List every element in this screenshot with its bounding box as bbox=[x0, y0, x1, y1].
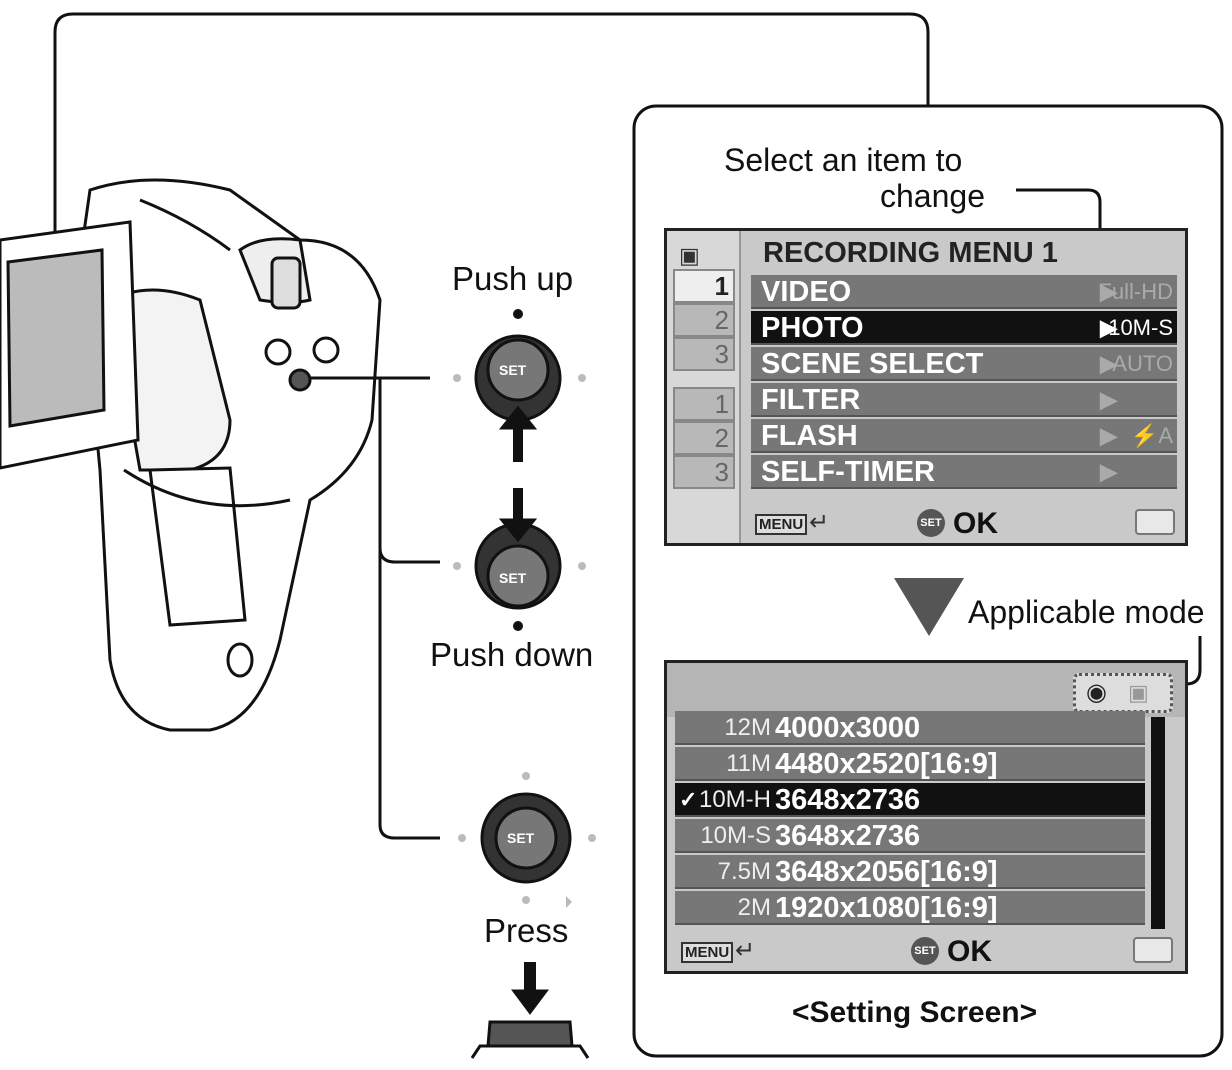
chevron-right-icon: ▶ bbox=[1100, 315, 1117, 340]
tab-photo-1[interactable]: 1 bbox=[673, 269, 735, 303]
menu-tab-column: ▣ 1 2 3 ⚒ 1 2 3 bbox=[667, 231, 741, 543]
pressed-button-icon bbox=[470, 1020, 590, 1059]
menu-item-label: FILTER bbox=[761, 384, 861, 416]
ok-label: OK bbox=[947, 935, 992, 968]
menu-item-value: 10M-S bbox=[1108, 315, 1173, 340]
button-connector-lines bbox=[310, 376, 440, 840]
press-label: Press bbox=[484, 912, 569, 949]
select-item-connector bbox=[1016, 188, 1102, 268]
camera-icon: ◉ bbox=[1086, 679, 1107, 706]
chevron-right-icon: ▶ bbox=[1100, 459, 1117, 484]
menu-item-label: SELF-TIMER bbox=[761, 456, 935, 488]
tab-settings-3[interactable]: 3 bbox=[673, 455, 735, 489]
tab-photo-3[interactable]: 3 bbox=[673, 337, 735, 371]
option-resolution: 3648x2736 bbox=[775, 820, 921, 852]
set-key-icon: SET bbox=[911, 937, 939, 965]
battery-icon bbox=[1135, 509, 1175, 535]
applicable-mode-indicator: ◉ ▣ bbox=[1073, 673, 1173, 713]
setting-screen-caption: <Setting Screen> bbox=[792, 996, 1038, 1029]
press-arrow bbox=[511, 962, 549, 1015]
set-button-up-label: SET bbox=[499, 362, 527, 378]
set-button-down bbox=[453, 488, 586, 631]
menu-item-value: Full-HD bbox=[1098, 279, 1173, 304]
ok-label: OK bbox=[953, 507, 998, 540]
battery-icon bbox=[1133, 937, 1173, 963]
checkmark-icon: ✓ bbox=[679, 787, 698, 812]
menu-item-video[interactable]: VIDEO ▶ Full-HD bbox=[751, 275, 1177, 309]
option-row-12m[interactable]: 12M 4000x3000 bbox=[675, 711, 1145, 745]
set-button-press-label: SET bbox=[507, 830, 535, 846]
option-resolution: 4000x3000 bbox=[775, 712, 921, 744]
applicable-mode-label: Applicable mode bbox=[968, 594, 1205, 630]
option-size: 10M-S bbox=[700, 822, 771, 849]
option-resolution: 4480x2520[16:9] bbox=[775, 748, 998, 780]
return-arrow-icon: ↵ bbox=[809, 509, 830, 536]
menu-item-self-timer[interactable]: SELF-TIMER ▶ bbox=[751, 455, 1177, 489]
menu-item-photo[interactable]: PHOTO ▶ 10M-S bbox=[751, 311, 1177, 345]
recording-menu-screen: ▣ 1 2 3 ⚒ 1 2 3 RECORDING MENU 1 VIDEO ▶… bbox=[664, 228, 1188, 546]
option-size: 12M bbox=[724, 714, 771, 741]
set-button-down-label: SET bbox=[499, 570, 527, 586]
menu-item-scene-select[interactable]: SCENE SELECT ▶ AUTO bbox=[751, 347, 1177, 381]
lcd-connector-line bbox=[53, 12, 930, 328]
option-row-10m-s[interactable]: 10M-S 3648x2736 bbox=[675, 819, 1145, 853]
setting-bottom-bar: MENU ↵ SET OK bbox=[673, 931, 1185, 971]
option-size: 2M bbox=[737, 894, 771, 921]
option-size: 7.5M bbox=[717, 858, 771, 885]
menu-item-filter[interactable]: FILTER ▶ bbox=[751, 383, 1177, 417]
menu-key-icon: MENU bbox=[755, 514, 808, 535]
camera-lcd-panel bbox=[0, 220, 140, 470]
menu-key-icon: MENU bbox=[681, 942, 734, 963]
set-button-up bbox=[453, 309, 586, 462]
photo-size-setting-screen: ◉ ▣ 12M 4000x3000 11M 4480x2520[16:9] ✓ … bbox=[664, 660, 1188, 974]
tab-photo-2[interactable]: 2 bbox=[673, 303, 735, 337]
setting-header: ◉ ▣ bbox=[667, 663, 1185, 717]
option-resolution: 3648x2056[16:9] bbox=[775, 856, 998, 888]
push-down-label: Push down bbox=[430, 636, 594, 673]
menu-item-flash[interactable]: FLASH ▶ ⚡A bbox=[751, 419, 1177, 453]
option-row-11m[interactable]: 11M 4480x2520[16:9] bbox=[675, 747, 1145, 781]
option-resolution: 3648x2736 bbox=[775, 784, 921, 816]
menu-item-label: SCENE SELECT bbox=[761, 348, 984, 380]
menu-title: RECORDING MENU 1 bbox=[763, 237, 1058, 269]
menu-bottom-bar: MENU ↵ SET OK bbox=[747, 503, 1185, 543]
option-scrollbar[interactable] bbox=[1151, 717, 1165, 929]
option-row-10m-h[interactable]: ✓ 10M-H 3648x2736 bbox=[675, 783, 1145, 817]
option-size: 10M-H bbox=[698, 786, 771, 813]
menu-item-value: AUTO bbox=[1112, 351, 1173, 376]
select-item-label-line1: Select an item to bbox=[724, 142, 963, 178]
option-resolution: 1920x1080[16:9] bbox=[775, 892, 998, 924]
option-row-2m[interactable]: 2M 1920x1080[16:9] bbox=[675, 891, 1145, 925]
select-item-label-line2: change bbox=[880, 178, 985, 214]
menu-item-label: FLASH bbox=[761, 420, 858, 452]
transition-triangle bbox=[894, 578, 964, 636]
chevron-right-icon: ▶ bbox=[1100, 351, 1117, 376]
menu-item-value: ⚡A bbox=[1130, 423, 1173, 448]
chevron-right-icon: ▶ bbox=[1100, 279, 1117, 304]
option-row-7-5m[interactable]: 7.5M 3648x2056[16:9] bbox=[675, 855, 1145, 889]
video-icon: ▣ bbox=[1128, 680, 1149, 705]
set-button-press bbox=[458, 772, 596, 908]
chevron-right-icon: ▶ bbox=[1100, 423, 1117, 448]
video-mode-icon: ▣ bbox=[679, 243, 700, 268]
tab-settings-2[interactable]: 2 bbox=[673, 421, 735, 455]
menu-item-label: PHOTO bbox=[761, 312, 864, 344]
push-up-label: Push up bbox=[452, 260, 574, 297]
option-size: 11M bbox=[726, 750, 771, 777]
tab-settings-1[interactable]: 1 bbox=[673, 387, 735, 421]
menu-item-label: VIDEO bbox=[761, 276, 852, 308]
chevron-right-icon: ▶ bbox=[1100, 387, 1117, 412]
return-arrow-icon: ↵ bbox=[735, 937, 756, 964]
camera-illustration bbox=[78, 178, 382, 732]
set-key-icon: SET bbox=[917, 509, 945, 537]
